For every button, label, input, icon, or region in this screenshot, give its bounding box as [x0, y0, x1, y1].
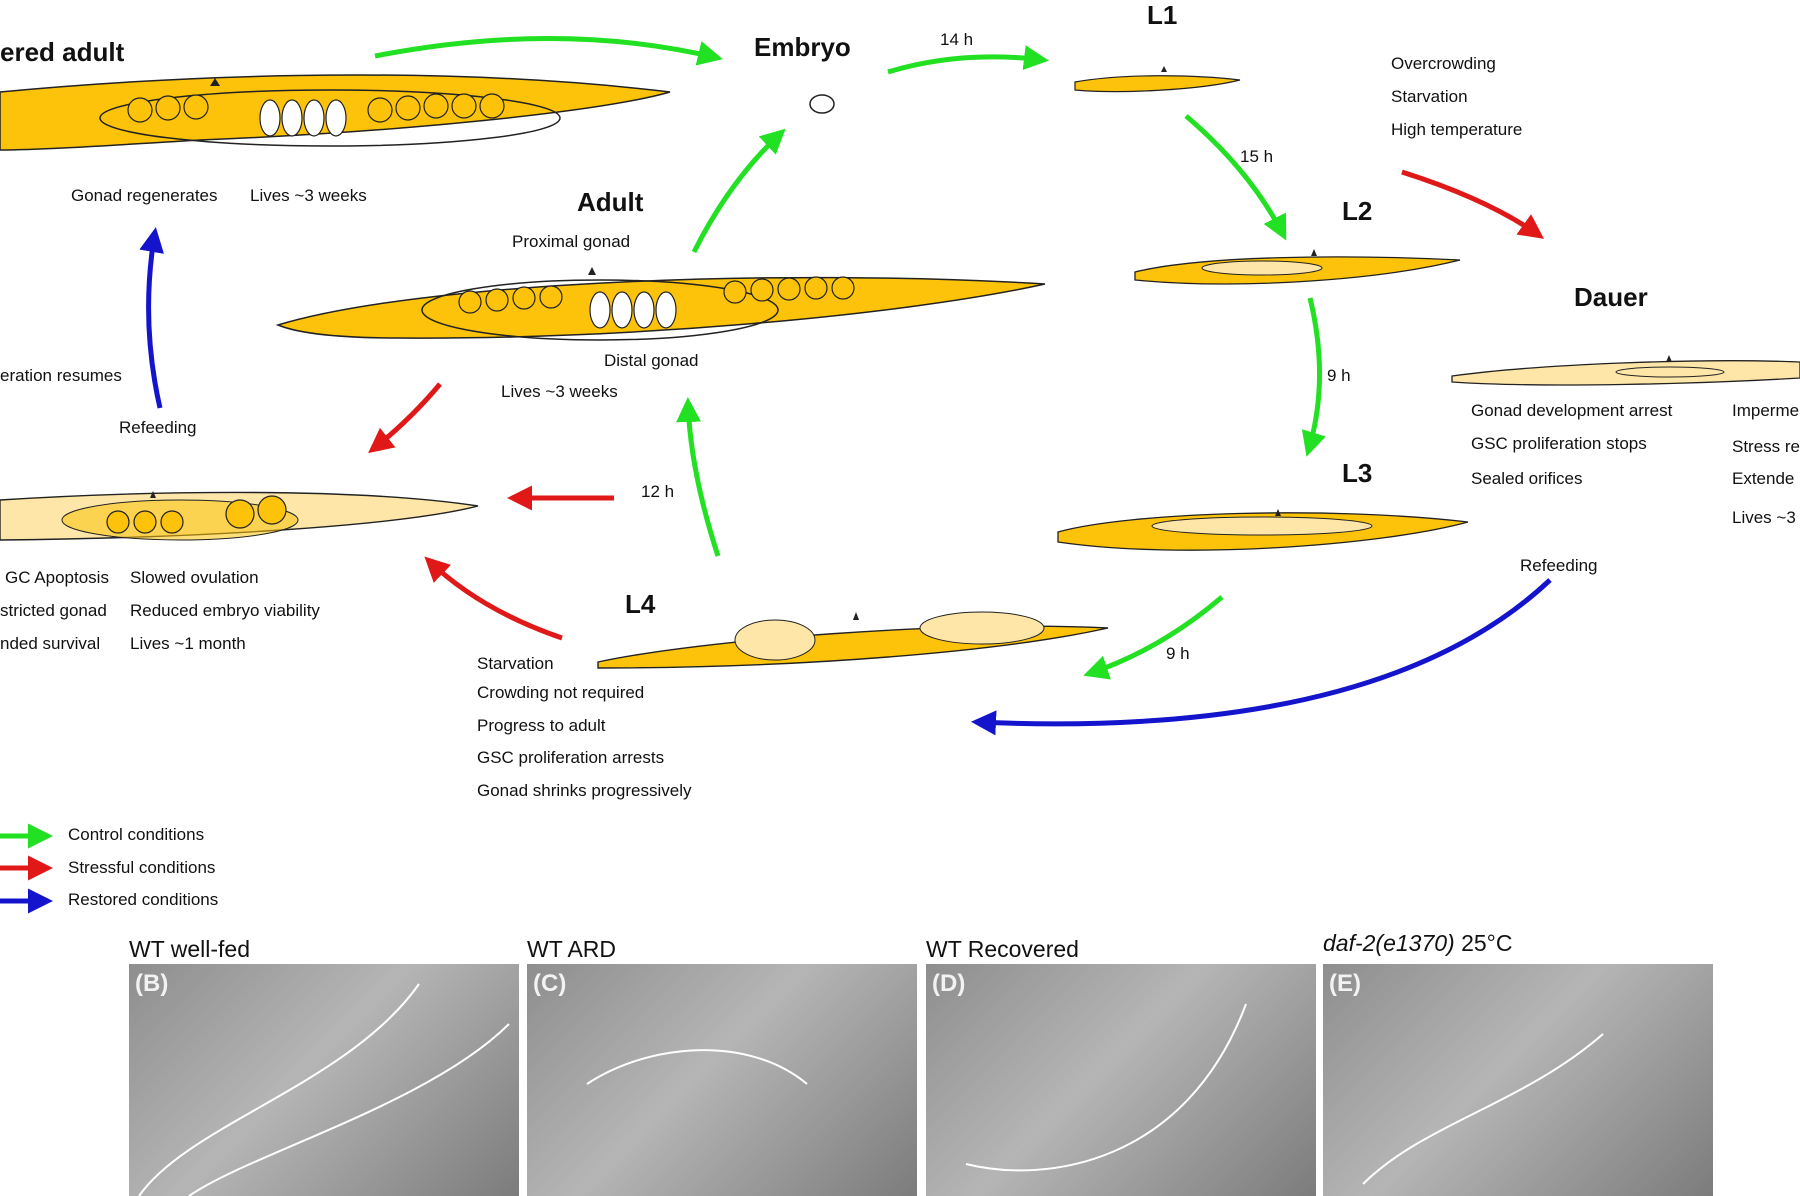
dauer-note: Gonad development arrest — [1471, 401, 1673, 420]
arrow-ard-refeeding — [139, 227, 164, 409]
duration-l3-l4: 9 h — [1166, 644, 1190, 663]
stage-l3: L3 — [1342, 458, 1373, 488]
panel-e-genotype: daf-2(e1370) — [1323, 930, 1455, 956]
ard-note: Slowed ovulation — [130, 568, 259, 587]
recovered-proliferation-note: eration resumes — [0, 366, 122, 385]
dauer-note-cropped: Extende — [1732, 469, 1795, 488]
dauer-trigger: High temperature — [1391, 120, 1523, 139]
micrograph-c-outline — [586, 1049, 808, 1085]
dauer-note: GSC proliferation stops — [1471, 434, 1647, 453]
arrow-to-dauer — [1401, 169, 1545, 239]
stage-dauer: Dauer — [1574, 282, 1648, 312]
recovered-lives-note: Lives ~3 weeks — [250, 186, 367, 205]
l4-note: Starvation — [477, 654, 554, 673]
panel-e-letter: (E) — [1329, 970, 1361, 997]
recovered-refeeding-note: Refeeding — [119, 418, 197, 437]
arrow-l4-to-adult — [676, 397, 721, 557]
ard-worm — [0, 491, 479, 541]
micrograph-e-outline — [1362, 1033, 1604, 1185]
panel-c-title: WT ARD — [527, 936, 617, 962]
duration-l2-l3: 9 h — [1327, 366, 1351, 385]
adult-worm — [275, 267, 1046, 341]
adult-distal-note: Distal gonad — [604, 351, 699, 370]
micrograph-e: (E) — [1323, 964, 1713, 1196]
stage-l4: L4 — [625, 589, 656, 619]
panel-b-title: WT well-fed — [129, 936, 250, 962]
dauer-worm — [1451, 355, 1800, 386]
duration-embryo-l1: 14 h — [940, 30, 974, 49]
arrow-l4-to-ard — [424, 556, 563, 641]
recovered-gonad-note: Gonad regenerates — [71, 186, 218, 205]
stage-embryo: Embryo — [754, 32, 851, 62]
dauer-note: Sealed orifices — [1471, 469, 1583, 488]
ard-note: nded survival — [0, 634, 101, 653]
stage-recovered-adult: ered adult — [0, 37, 125, 67]
dauer-note-cropped: Lives ~3 — [1732, 508, 1796, 527]
panel-b-letter: (B) — [135, 970, 169, 997]
arrow-l2-to-l3 — [1301, 297, 1326, 457]
stage-l1: L1 — [1147, 0, 1178, 30]
dauer-trigger: Starvation — [1391, 87, 1468, 106]
ard-note: Lives ~1 month — [130, 634, 246, 653]
micrograph-b: (B) — [129, 964, 519, 1196]
arrow-l3-to-l4 — [1083, 595, 1224, 680]
l3-worm — [1057, 509, 1469, 551]
duration-l1-l2: 15 h — [1240, 147, 1274, 166]
ard-note: Reduced embryo viability — [130, 601, 320, 620]
micrograph-c: (C) — [527, 964, 917, 1196]
legend-stress-label: Stressful conditions — [68, 858, 216, 877]
micrograph-d-outline — [965, 1003, 1247, 1172]
l4-worm — [597, 611, 1109, 669]
l2-worm — [1134, 249, 1461, 285]
arrow-adult-to-ard — [368, 382, 442, 454]
legend-restored-label: Restored conditions — [68, 890, 219, 909]
micrograph-d: (D) — [926, 964, 1316, 1196]
duration-l4-adult: 12 h — [641, 482, 675, 501]
legend-control-label: Control conditions — [68, 825, 205, 844]
ard-note: stricted gonad — [0, 601, 107, 620]
l4-note: GSC proliferation arrests — [477, 748, 665, 767]
dauer-trigger: Overcrowding — [1391, 54, 1496, 73]
dauer-note-cropped: Imperme — [1732, 401, 1800, 420]
l4-note: Gonad shrinks progressively — [477, 781, 692, 800]
l4-note: Progress to adult — [477, 716, 606, 735]
arrow-embryo-to-l1 — [887, 45, 1049, 75]
arrow-adult-to-embryo — [691, 128, 786, 254]
ard-note: GC Apoptosis — [5, 568, 109, 587]
panel-d-letter: (D) — [932, 970, 966, 997]
stage-adult: Adult — [577, 187, 644, 217]
panel-e-temperature: 25°C — [1454, 930, 1513, 956]
embryo-icon — [809, 94, 835, 114]
recovered-adult-worm — [0, 74, 671, 151]
dauer-note-cropped: Stress re — [1732, 437, 1800, 456]
stage-l2: L2 — [1342, 196, 1373, 226]
arrow-l1-to-l2 — [1184, 114, 1287, 241]
panel-c-letter: (C) — [533, 970, 567, 997]
l4-note: Crowding not required — [477, 683, 645, 702]
dauer-refeeding-note: Refeeding — [1520, 556, 1598, 575]
panel-e-title: daf-2(e1370) 25°C — [1323, 930, 1512, 956]
adult-proximal-note: Proximal gonad — [512, 232, 631, 251]
arrow-recovered-to-embryo — [374, 35, 723, 66]
micrograph-b-outline — [138, 983, 510, 1196]
l1-worm — [1074, 66, 1241, 93]
panel-d-title: WT Recovered — [926, 936, 1079, 962]
adult-lives-note: Lives ~3 weeks — [501, 382, 618, 401]
arrow-dauer-refeeding — [971, 578, 1552, 736]
